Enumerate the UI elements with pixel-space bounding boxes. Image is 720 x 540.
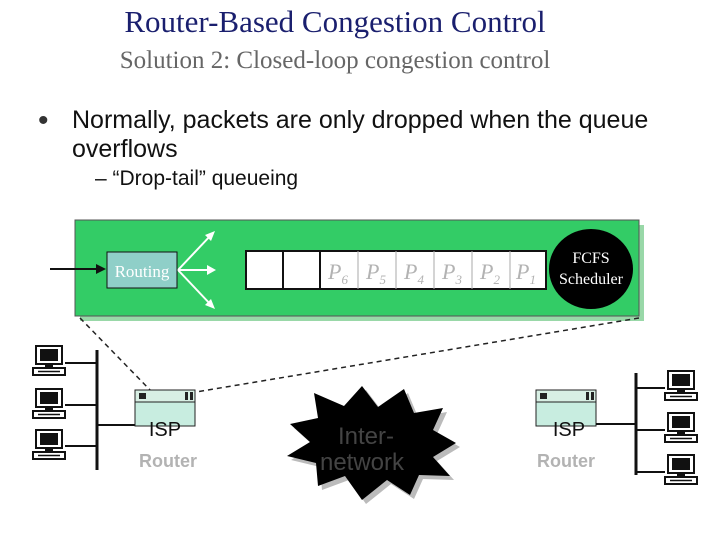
packet-p1: P1 — [515, 259, 536, 287]
computer-icon — [32, 429, 66, 460]
slide-title: Router-Based Congestion Control — [124, 4, 546, 39]
fcfs-scheduler — [549, 229, 633, 309]
routing-fanout-icon — [177, 233, 213, 307]
scheduler-label-2: Scheduler — [559, 271, 624, 288]
sub-bullet-text: – “Drop-tail” queueing — [95, 167, 299, 190]
internetwork-burst — [287, 386, 456, 500]
packet-p5: P5 — [365, 259, 386, 287]
computer-icon — [664, 454, 698, 485]
scheduler-label-1: FCFS — [572, 250, 609, 267]
left-router-label: Router — [139, 451, 197, 471]
packet-p2: P2 — [479, 259, 500, 287]
right-router-label: Router — [537, 451, 595, 471]
bullet-text: Normally, packets are only dropped when … — [72, 106, 649, 163]
computer-icon — [664, 370, 698, 401]
slide-subtitle: Solution 2: Closed-loop congestion contr… — [119, 47, 551, 74]
input-arrow-icon — [96, 264, 106, 274]
computer-icon — [664, 412, 698, 443]
routing-block — [106, 251, 178, 289]
packet-p6: P6 — [327, 259, 348, 287]
internetwork-label-1: Inter- — [338, 423, 394, 450]
internetwork-label-2: network — [320, 449, 405, 476]
packet-p3: P3 — [441, 259, 462, 287]
computer-icon — [32, 388, 66, 419]
routing-label: Routing — [115, 262, 170, 281]
packet-p4: P4 — [403, 259, 424, 287]
right-isp-label: ISP — [553, 419, 585, 441]
bullet-marker: • — [38, 104, 49, 137]
left-isp-label: ISP — [149, 419, 181, 441]
computer-icon — [32, 345, 66, 376]
